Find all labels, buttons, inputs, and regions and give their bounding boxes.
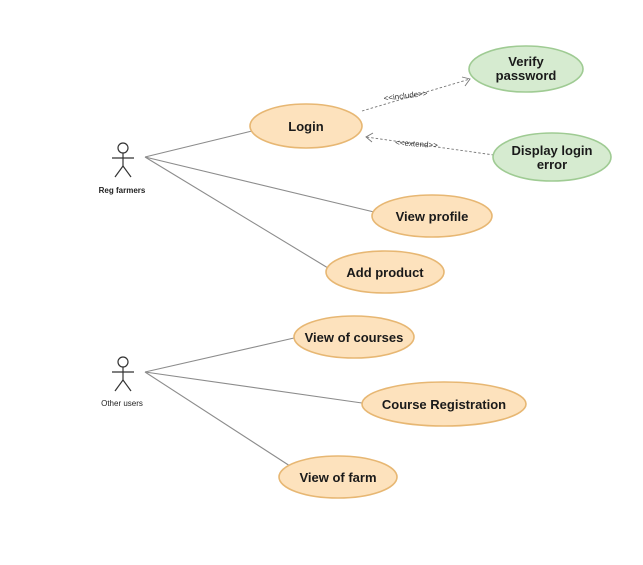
use-case-add-product[interactable]: Add product [325, 250, 445, 294]
use-case-display-login-error[interactable]: Display login error [492, 132, 612, 182]
assoc-reg-view-profile [144, 156, 375, 213]
use-case-view-of-courses[interactable]: View of courses [293, 315, 415, 359]
assoc-reg-add-product [144, 156, 329, 269]
use-case-view-profile[interactable]: View profile [371, 194, 493, 238]
use-case-label: View of farm [299, 470, 376, 485]
use-case-label: Course Registration [382, 397, 506, 412]
extend-label: <<extend>> [395, 138, 439, 150]
include-dependency: <<include>> [361, 76, 471, 112]
use-case-label-line1: Display login [512, 143, 593, 158]
use-case-label-line1: Verify [508, 54, 544, 69]
assoc-other-course-registration [144, 371, 363, 404]
actor-reg-farmers: Reg farmers [99, 142, 146, 195]
assoc-other-view-courses [144, 337, 295, 373]
use-case-label: Login [288, 119, 323, 134]
extend-dependency: <<extend>> [365, 132, 495, 156]
actor-stick-figure-icon [112, 356, 134, 392]
actor-stick-figure-icon [112, 142, 134, 178]
actor-label-reg-farmers: Reg farmers [99, 186, 146, 195]
use-case-label: View profile [396, 209, 469, 224]
use-case-label: Add product [346, 265, 424, 280]
use-case-verify-password[interactable]: Verify password [468, 45, 584, 93]
assoc-reg-login [144, 130, 253, 158]
use-case-label: View of courses [305, 330, 404, 345]
use-case-label-line2: password [496, 68, 557, 83]
actor-label-other-users: Other users [101, 399, 143, 408]
use-case-label-line2: error [537, 157, 567, 172]
use-case-login[interactable]: Login [249, 103, 363, 149]
use-case-view-of-farm[interactable]: View of farm [278, 455, 398, 499]
actor-other-users: Other users [101, 356, 143, 408]
assoc-other-view-farm [144, 371, 291, 467]
use-case-course-registration[interactable]: Course Registration [361, 381, 527, 427]
include-label: <<include>> [383, 89, 428, 103]
